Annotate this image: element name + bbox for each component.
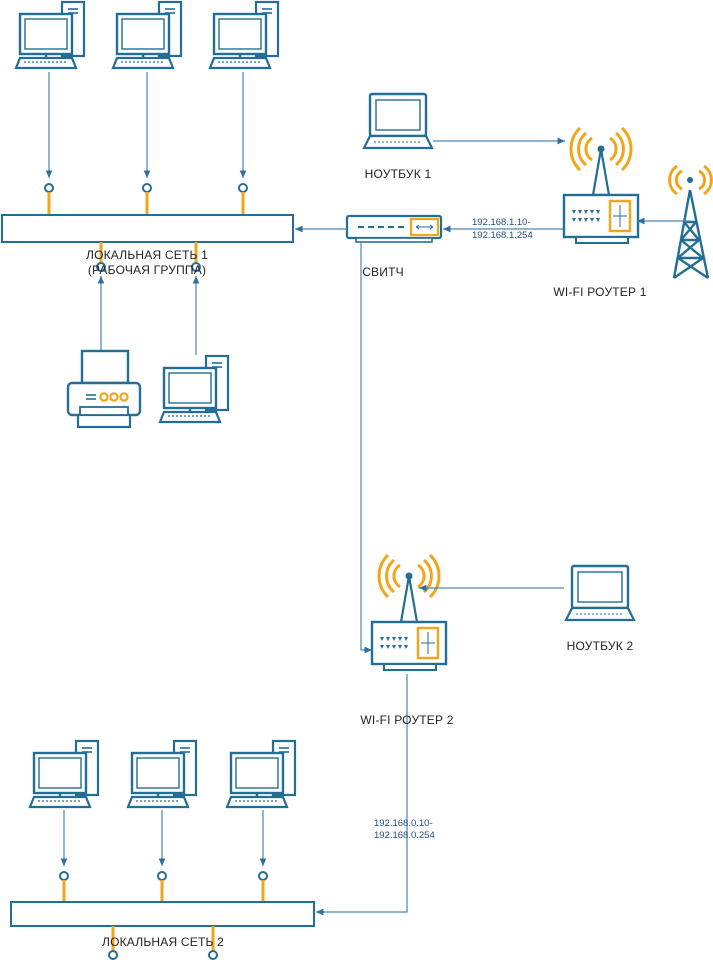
lan1-lower-taps [96,242,201,272]
router1-ip-end: 192.168.1.254 [472,230,533,241]
cell-tower-icon [668,164,713,279]
laptop1-label: НОУТБУК 1 [364,167,432,181]
lan2-bus [10,901,315,927]
lan1-label: ЛОКАЛЬНАЯ СЕТЬ 1 [86,248,208,262]
lan1-pc-2-icon [111,0,183,70]
laptop1-icon [362,92,434,150]
router1-label: WI-FI РОУТЕР 1 [553,285,647,299]
lan1-pc-4-icon [158,354,230,424]
lan2-lower-taps [108,926,218,960]
lan1-pc-1-icon [14,0,86,70]
lan2-taps [59,871,268,902]
printer-icon [66,349,142,429]
switch-router2-link [360,243,372,654]
laptop2-icon [564,564,636,622]
router2-lan2-link [316,674,408,916]
wifi-router2-icon [370,553,448,672]
router2-ip-start: 192.168.0.10- [374,818,433,829]
laptop2-label: НОУТБУК 2 [566,639,634,653]
lan2-pc-1-icon [28,739,100,809]
lan1-taps [44,183,248,215]
lan2-label: ЛОКАЛЬНАЯ СЕТЬ 2 [102,935,224,949]
lan1-bus [1,214,294,243]
lan2-pc-2-icon [126,739,198,809]
router2-ip-end: 192.168.0.254 [374,830,435,841]
wifi-router1-icon [562,126,640,245]
router1-ip-start: 192.168.1.10- [472,217,531,228]
switch-icon [345,214,443,243]
switch-label: СВИТЧ [362,265,404,279]
lan2-pc-3-icon [225,739,297,809]
lan1-pc-3-icon [208,0,280,70]
router2-label: WI-FI РОУТЕР 2 [360,713,454,727]
lan1-sublabel: (РАБОЧАЯ ГРУППА) [87,263,207,277]
